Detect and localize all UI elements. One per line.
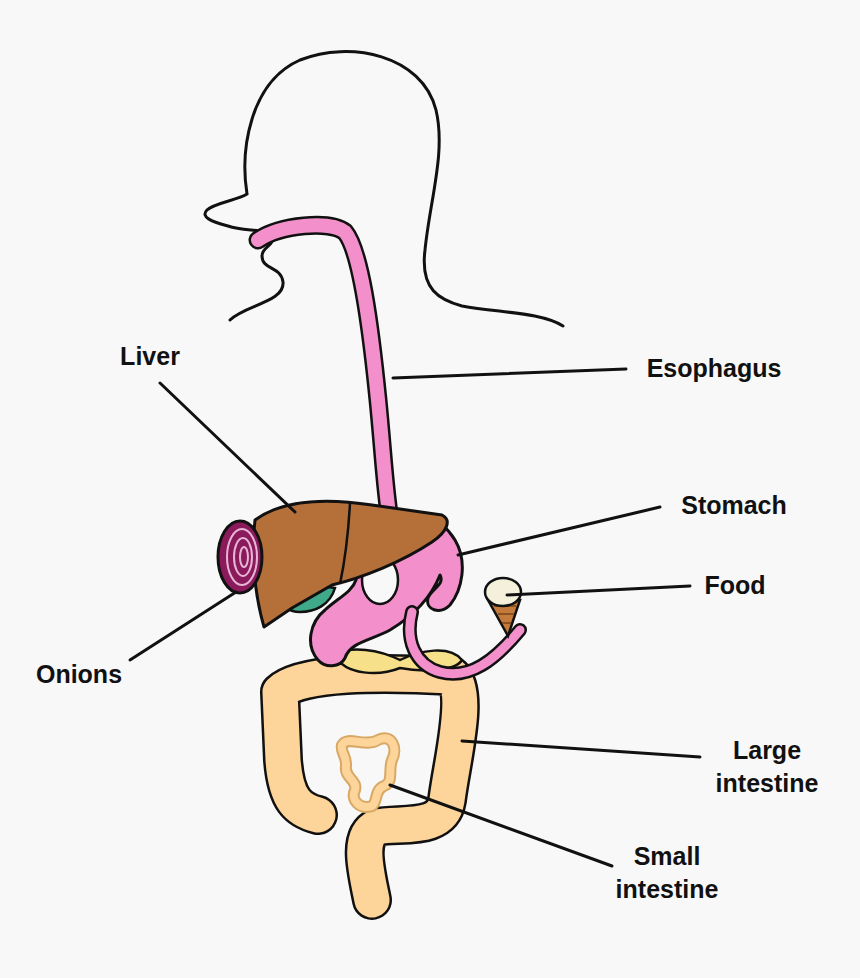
part-label: Esophagus [619, 352, 809, 385]
esophagus [258, 225, 390, 520]
ice-cream-scoop [485, 578, 521, 606]
onion [218, 521, 262, 593]
small-intestine [342, 738, 395, 807]
large-intestine [280, 674, 460, 900]
head-outline [205, 52, 563, 326]
liver [253, 501, 447, 627]
part-label: Liver [90, 340, 210, 373]
part-label: Large intestine [692, 734, 842, 799]
leader-lines [130, 369, 700, 866]
part-label: Small intestine [592, 840, 742, 905]
part-label: Onions [14, 658, 144, 691]
part-label: Stomach [649, 489, 819, 522]
part-label: Food [680, 569, 790, 602]
